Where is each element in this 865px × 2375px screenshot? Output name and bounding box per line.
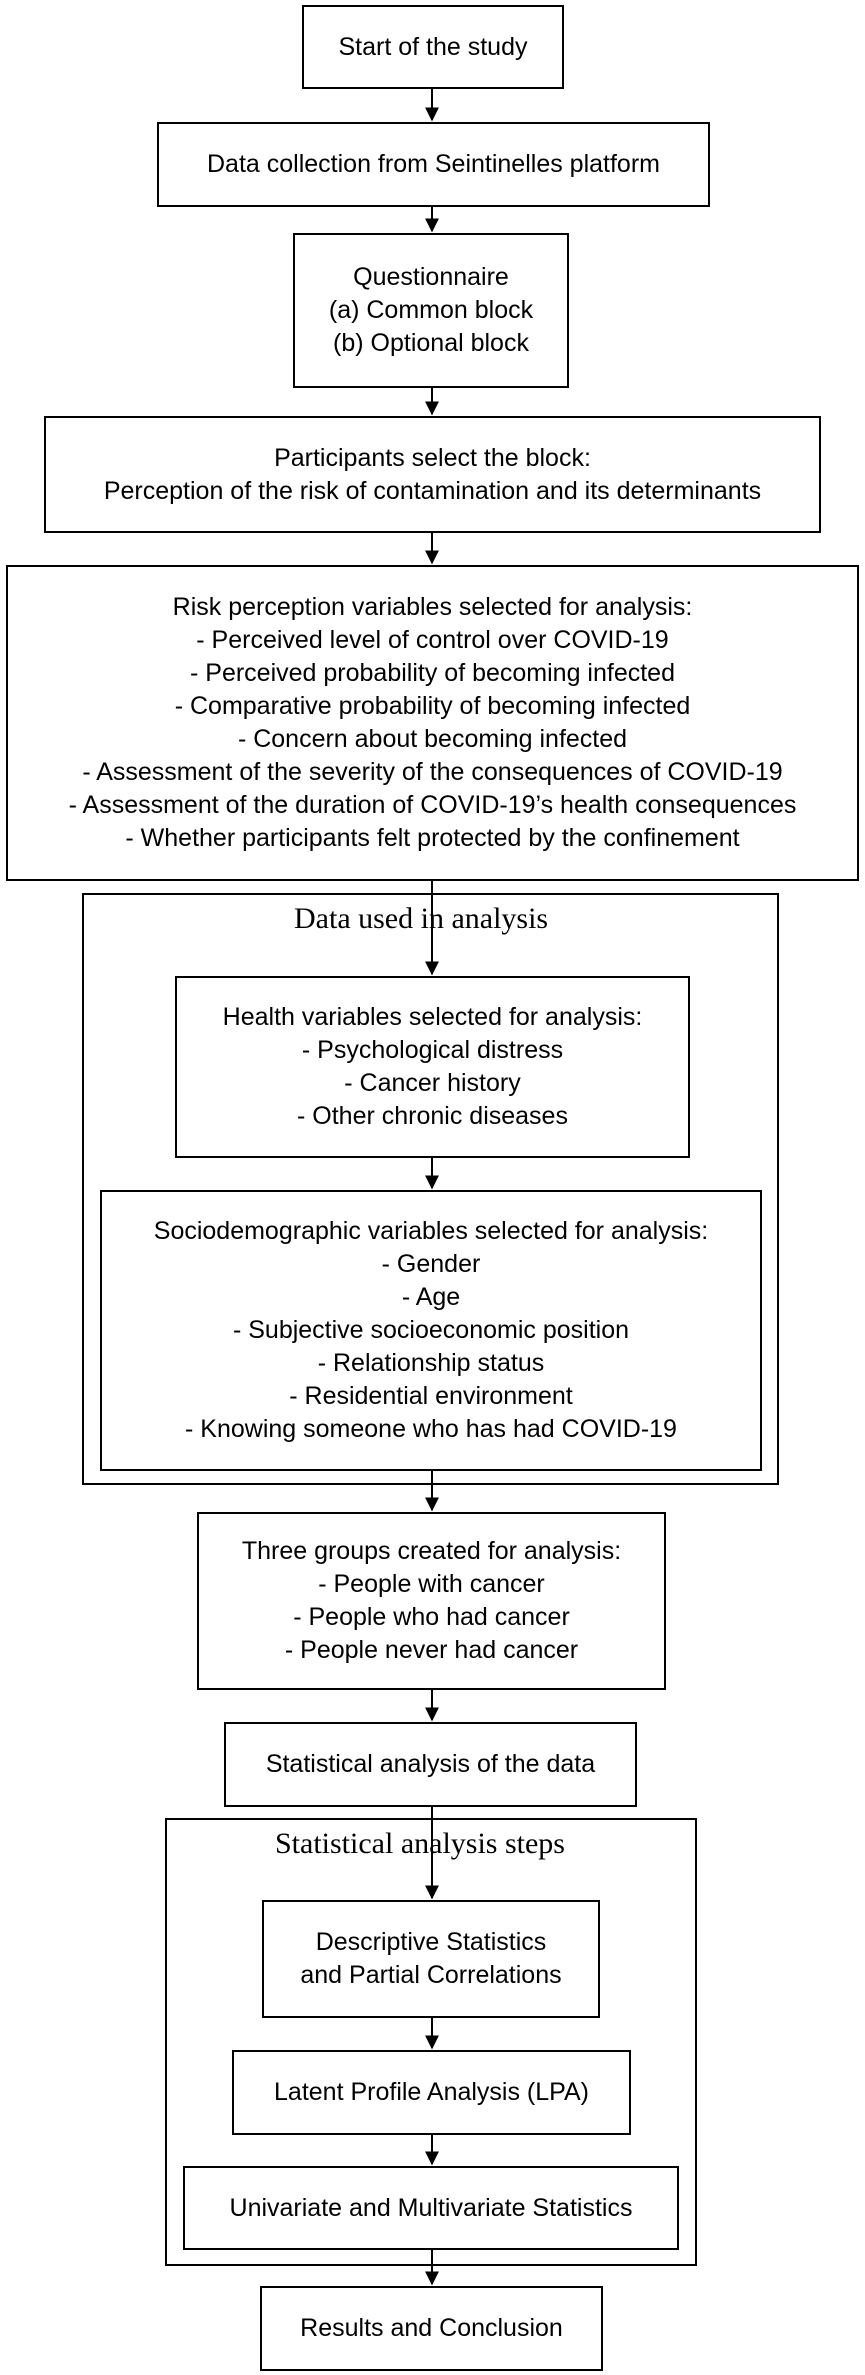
group-data-used-in-analysis: [82, 893, 779, 1485]
node-latent-profile-analysis: Latent Profile Analysis (LPA): [232, 2050, 631, 2135]
group-title-statistical-steps: Statistical analysis steps: [271, 1827, 569, 1861]
node-statistical-analysis: Statistical analysis of the data: [224, 1722, 637, 1807]
node-text-line: - Knowing someone who has had COVID-19: [185, 1415, 677, 1443]
node-text-line: - Concern about becoming infected: [237, 725, 628, 753]
node-text-line: Perception of the risk of contamination …: [103, 476, 762, 505]
node-text-line: - Cancer history: [344, 1069, 521, 1097]
node-text-line: - Age: [401, 1283, 461, 1311]
node-data-collection: Data collection from Seintinelles platfo…: [157, 122, 710, 207]
node-risk-perception-variables: Risk perception variables selected for a…: [6, 565, 859, 881]
node-text-line: and Partial Correlations: [300, 1961, 562, 1989]
node-text-line: - People never had cancer: [284, 1636, 579, 1664]
node-text-line: - Psychological distress: [301, 1036, 564, 1064]
node-text-line: - Comparative probability of becoming in…: [174, 692, 691, 720]
node-text-line: - Other chronic diseases: [297, 1102, 568, 1130]
node-descriptive-statistics: Descriptive Statistics and Partial Correl…: [262, 1900, 600, 2018]
node-questionnaire: Questionnaire (a) Common block (b) Optiona…: [293, 233, 569, 388]
node-text-line: - Assessment of the duration of COVID-19…: [68, 791, 797, 819]
node-text-line: Results and Conclusion: [300, 2314, 563, 2342]
node-text-line: Descriptive Statistics: [315, 1928, 547, 1956]
node-text-line: - Gender: [381, 1250, 481, 1278]
node-text-line: Participants select the block:: [274, 443, 591, 472]
node-text-line: - Residential environment: [289, 1382, 573, 1410]
node-text-line: Statistical analysis of the data: [265, 1750, 596, 1778]
node-text-line: Questionnaire: [353, 263, 509, 291]
node-start-of-study: Start of the study: [302, 5, 564, 89]
node-text-line: - Relationship status: [317, 1349, 545, 1377]
node-text-line: (b) Optional block: [333, 329, 529, 357]
node-text-line: - People who had cancer: [293, 1603, 570, 1631]
node-univariate-multivariate: Univariate and Multivariate Statistics: [183, 2166, 679, 2250]
node-text-line: Three groups created for analysis:: [241, 1537, 622, 1565]
node-text-line: - Perceived probability of becoming infe…: [190, 659, 675, 687]
node-text-line: Data collection from Seintinelles platfo…: [207, 150, 660, 178]
node-three-groups: Three groups created for analysis: - Peop…: [197, 1512, 666, 1690]
node-text-line: - Whether participants felt protected by…: [125, 824, 740, 852]
node-text-line: - Assessment of the severity of the cons…: [82, 758, 783, 786]
node-text-line: Univariate and Multivariate Statistics: [229, 2193, 633, 2222]
node-text-line: Health variables selected for analysis:: [222, 1003, 643, 1031]
group-title-data-used: Data used in analysis: [290, 902, 553, 936]
node-text-line: - People with cancer: [318, 1570, 545, 1598]
node-text-line: - Subjective socioeconomic position: [232, 1316, 630, 1344]
node-text-line: Sociodemographic variables selected for …: [153, 1217, 709, 1245]
node-text-line: (a) Common block: [328, 296, 534, 324]
node-health-variables: Health variables selected for analysis: -…: [175, 976, 690, 1158]
node-text-line: Latent Profile Analysis (LPA): [274, 2078, 589, 2106]
node-text-line: Risk perception variables selected for a…: [172, 593, 693, 621]
node-text-line: Start of the study: [338, 32, 528, 61]
node-results-and-conclusion: Results and Conclusion: [260, 2286, 603, 2371]
node-sociodemographic-variables: Sociodemographic variables selected for …: [100, 1190, 762, 1471]
node-text-line: - Perceived level of control over COVID-…: [196, 626, 669, 654]
node-participants-select-block: Participants select the block: Perception…: [44, 416, 821, 533]
